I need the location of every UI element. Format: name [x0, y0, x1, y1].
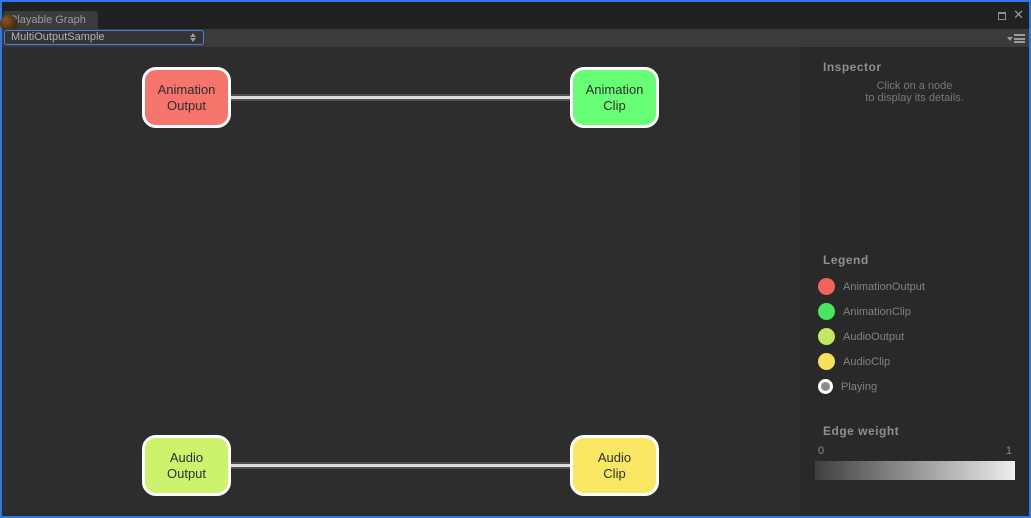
node-audio-output[interactable]: Audio Output [142, 435, 231, 496]
tab-window-icon [0, 15, 17, 32]
tab-playable-graph[interactable]: Playable Graph [0, 11, 98, 32]
node-animation-output[interactable]: Animation Output [142, 67, 231, 128]
legend-swatch-playing [818, 379, 833, 394]
edge-weight-min: 0 [818, 445, 825, 457]
stepper-icon [190, 33, 196, 42]
node-audio-clip[interactable]: Audio Clip [570, 435, 659, 496]
inspector-title: Inspector [823, 60, 882, 74]
legend-item-audio-clip: AudioClip [800, 349, 1029, 374]
legend-label: AudioOutput [843, 330, 905, 343]
node-label-line: Animation [585, 81, 644, 97]
side-panel: Inspector Click on a node to display its… [800, 47, 1029, 516]
edge-weight-max: 1 [1005, 445, 1012, 457]
graph-canvas[interactable]: Animation Output Animation Clip Audio Ou… [2, 47, 800, 516]
legend-swatch-yellow [818, 353, 835, 370]
toolbar: MultiOutputSample [2, 29, 1029, 47]
node-label-line: Clip [603, 465, 626, 481]
node-label-line: Output [166, 97, 207, 113]
node-animation-clip[interactable]: Animation Clip [570, 67, 659, 128]
legend-swatch-yellowgreen [818, 328, 835, 345]
content: Animation Output Animation Clip Audio Ou… [2, 47, 1029, 516]
legend-label: AnimationOutput [843, 280, 925, 293]
node-label-line: Audio [169, 449, 204, 465]
graph-selector-dropdown[interactable]: MultiOutputSample [4, 30, 204, 45]
edge-weight-gradient-bar [815, 461, 1015, 480]
legend-title: Legend [823, 253, 869, 267]
edge-weight-title: Edge weight [823, 424, 900, 438]
inspector-hint-line: Click on a node [876, 80, 953, 92]
node-label-line: Animation [157, 81, 216, 97]
edge-animation-output-to-clip [231, 94, 570, 101]
edge-audio-output-to-clip [231, 462, 570, 469]
legend-item-animation-output: AnimationOutput [800, 274, 1029, 299]
tab-label: Playable Graph [10, 14, 86, 26]
legend-item-animation-clip: AnimationClip [800, 299, 1029, 324]
inspector-hint-line: to display its details. [865, 92, 964, 104]
legend-item-playing: Playing [800, 374, 1029, 399]
title-bar: Playable Graph ✕ [0, 2, 1029, 32]
edge-weight-scale: 0 1 [815, 445, 1015, 457]
node-label-line: Audio [597, 449, 632, 465]
legend-item-audio-output: AudioOutput [800, 324, 1029, 349]
node-label-line: Clip [603, 97, 626, 113]
legend-swatch-red [818, 278, 835, 295]
legend-list: AnimationOutput AnimationClip AudioOutpu… [800, 274, 1029, 399]
legend-label: AudioClip [843, 355, 891, 368]
pane-menu-icon[interactable] [1007, 34, 1025, 43]
graph-selector-value: MultiOutputSample [11, 31, 105, 43]
legend-swatch-green [818, 303, 835, 320]
legend-label: AnimationClip [843, 305, 911, 318]
maximize-icon[interactable] [998, 12, 1006, 20]
legend-label: Playing [841, 380, 878, 393]
node-label-line: Output [166, 465, 207, 481]
close-icon[interactable]: ✕ [1013, 7, 1024, 22]
inspector-hint: Click on a node to display its details. [800, 80, 1029, 104]
